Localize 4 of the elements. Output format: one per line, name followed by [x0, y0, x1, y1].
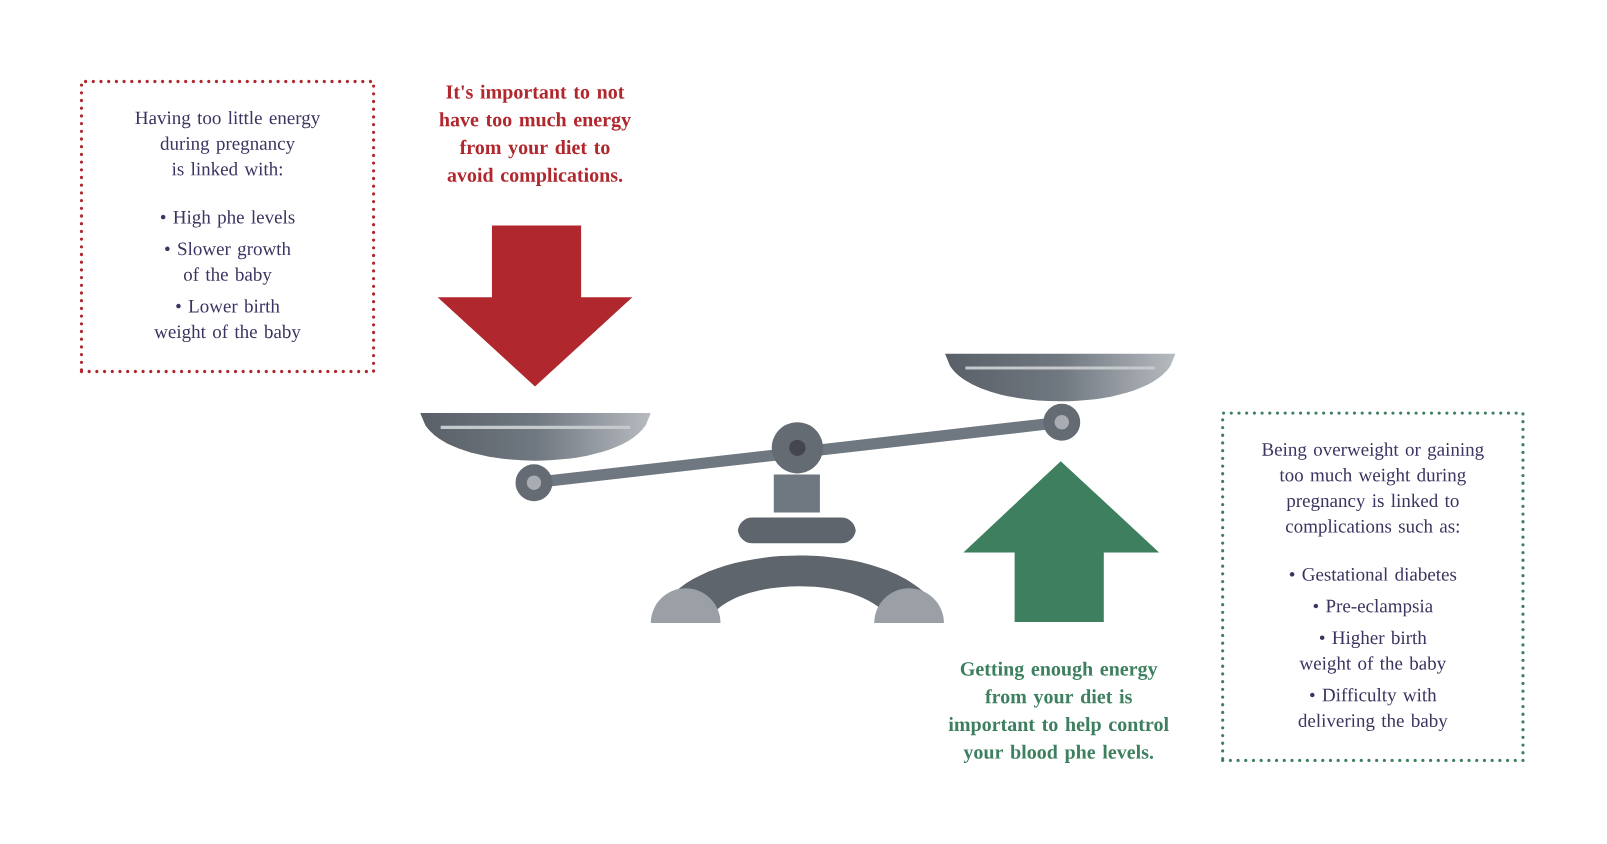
callout-text: It's important to not have too much energy from your diet to avoid complications. — [439, 84, 631, 186]
dotted-text-box: Being overweight or gaining too much weight during pregnancy is linked to complications such as: • Gestational diabetes • Pre-eclampsia • Higher birth weight of the baby • Difficulty with delivering the baby — [1221, 411, 1525, 762]
dotted-text-box: Having too little energy during pregnancy is linked with: • High phe levels • Slower growth of the baby • Lower birth weight of the baby — [79, 79, 376, 373]
callout-text: Getting enough energy from your diet is important to help control your blood phe levels. — [948, 661, 1169, 763]
